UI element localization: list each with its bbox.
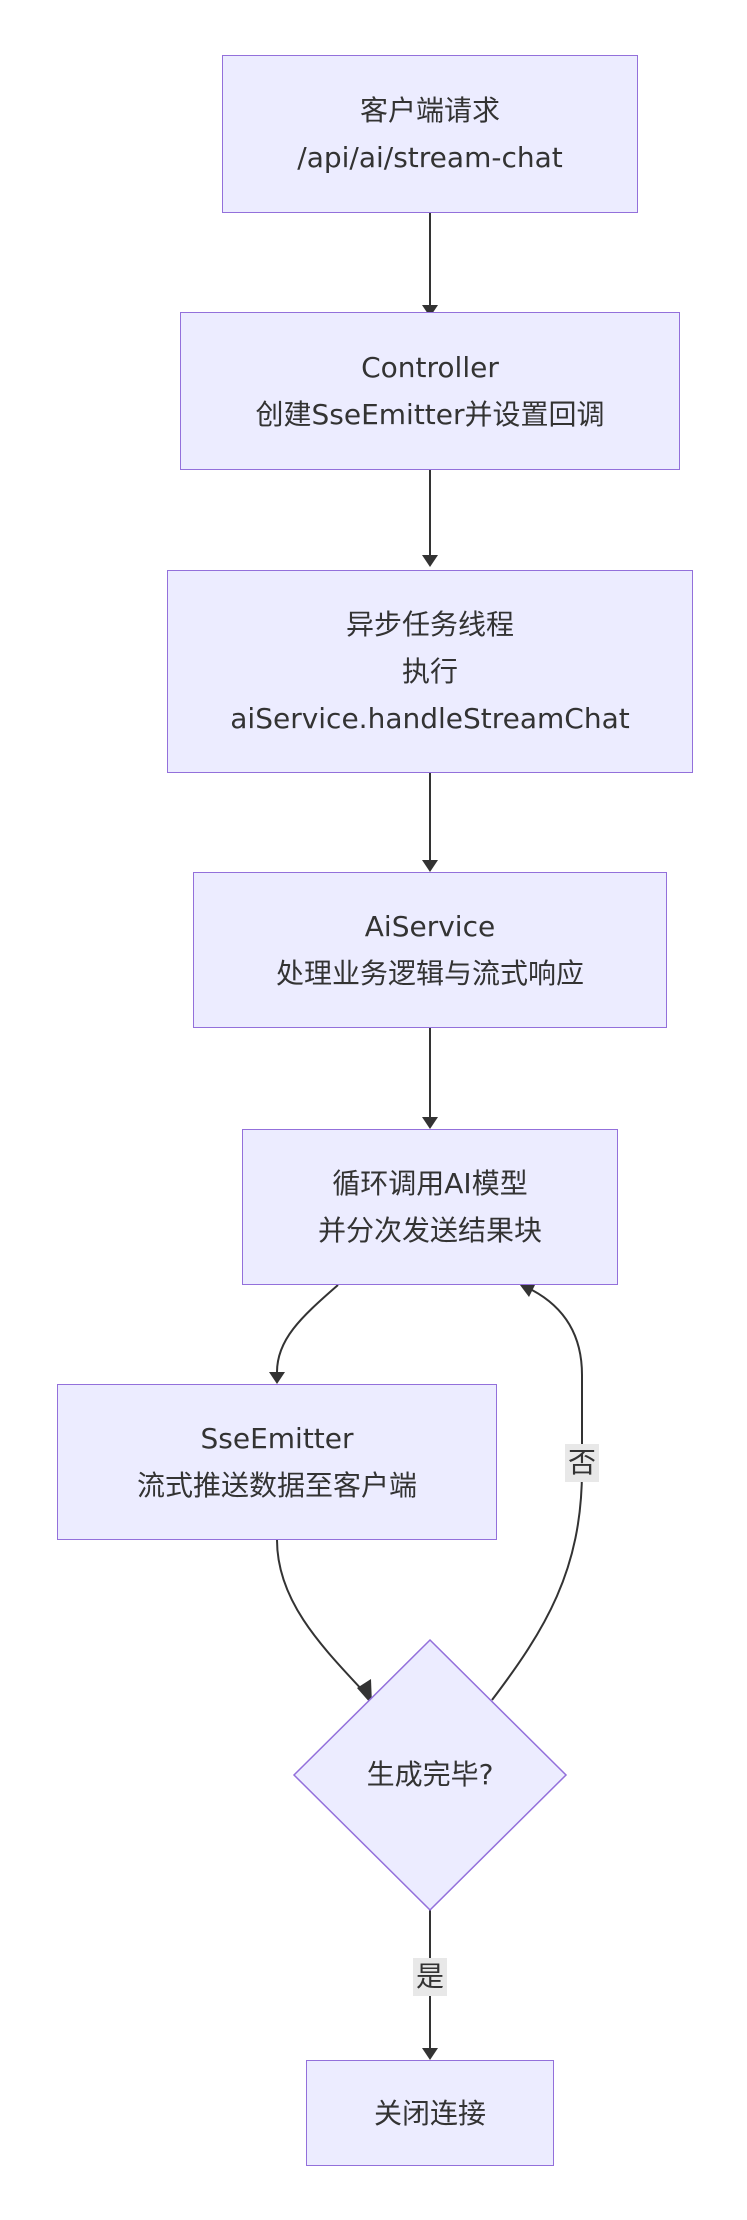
node-async-task-method: aiService.handleStreamChat (230, 702, 630, 735)
arrow-head (520, 1283, 536, 1297)
node-controller-title: Controller (361, 351, 499, 384)
node-async-task-title: 异步任务线程 (345, 608, 514, 641)
arrow-head (422, 555, 438, 567)
node-client-request-title: 客户端请求 (359, 94, 500, 127)
decision-label: 生成完毕? (366, 1758, 494, 1791)
edge-decision-to-loop-no (491, 1289, 583, 1701)
node-controller-desc: 创建SseEmitter并设置回调 (255, 398, 605, 431)
edge-label-yes: 是 (413, 1958, 448, 1996)
edge-emitter-to-decision (276, 1539, 366, 1694)
node-sse-emitter-desc: 流式推送数据至客户端 (136, 1469, 417, 1502)
arrow-head (269, 1372, 285, 1384)
decision-diamond (292, 1638, 568, 1912)
node-loop-ai-model-desc: 并分次发送结果块 (317, 1214, 542, 1247)
arrow-head (422, 305, 438, 317)
node-sse-emitter: SseEmitter 流式推送数据至客户端 (57, 1384, 497, 1540)
edge-label-no: 否 (565, 1444, 600, 1482)
node-async-task: 异步任务线程 执行 aiService.handleStreamChat (167, 570, 693, 773)
node-close-connection: 关闭连接 (306, 2060, 554, 2166)
node-sse-emitter-title: SseEmitter (200, 1422, 354, 1455)
edge-loop-to-emitter (276, 1284, 339, 1373)
node-async-task-verb: 执行 (401, 655, 458, 688)
node-ai-service-desc: 处理业务逻辑与流式响应 (275, 957, 584, 990)
arrow-head (422, 860, 438, 872)
node-loop-ai-model-title: 循环调用AI模型 (332, 1167, 528, 1200)
node-ai-service-title: AiService (364, 910, 496, 943)
node-controller: Controller 创建SseEmitter并设置回调 (180, 312, 680, 470)
node-client-request-endpoint: /api/ai/stream-chat (297, 141, 563, 174)
node-loop-ai-model: 循环调用AI模型 并分次发送结果块 (242, 1129, 618, 1285)
node-ai-service: AiService 处理业务逻辑与流式响应 (193, 872, 667, 1028)
arrow-head (422, 1117, 438, 1129)
node-client-request: 客户端请求 /api/ai/stream-chat (222, 55, 638, 213)
node-close-connection-label: 关闭连接 (373, 2096, 486, 2130)
arrow-head (422, 2048, 438, 2060)
arrow-head (357, 1679, 372, 1705)
